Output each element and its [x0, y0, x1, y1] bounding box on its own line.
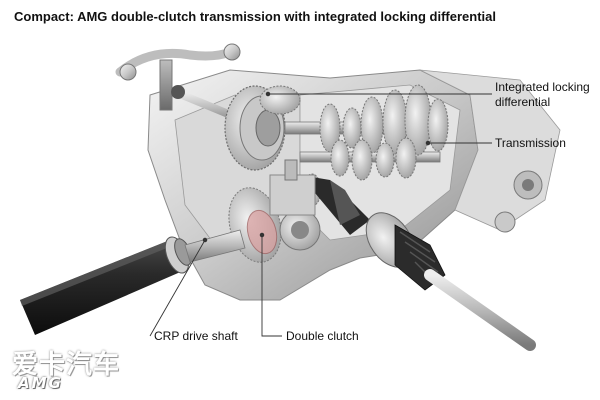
locking-differential	[224, 85, 301, 171]
label-integrated-locking-differential: Integrated locking differential	[495, 80, 590, 109]
leader-dot-clutch	[259, 232, 265, 238]
leader-line-clutch	[261, 235, 282, 337]
leader-dot-transmission	[425, 140, 431, 146]
amg-logo: AMG	[18, 374, 63, 392]
watermark: 爱卡汽车 AMG	[8, 344, 148, 392]
output-half-shaft	[300, 175, 536, 351]
leader-dot-crp	[202, 237, 208, 243]
leader-lines	[149, 91, 492, 337]
leader-line-crp	[149, 239, 206, 337]
label-crp-drive-shaft: CRP drive shaft	[154, 329, 238, 343]
transmission-gears	[284, 84, 449, 207]
label-transmission: Transmission	[495, 136, 566, 150]
crp-drive-shaft	[20, 229, 246, 335]
diagram-title: Compact: AMG double-clutch transmission …	[14, 9, 497, 24]
label-double-clutch: Double clutch	[286, 329, 359, 343]
watermark-text: 爱卡汽车	[12, 350, 121, 380]
leader-dot-differential	[265, 91, 271, 97]
